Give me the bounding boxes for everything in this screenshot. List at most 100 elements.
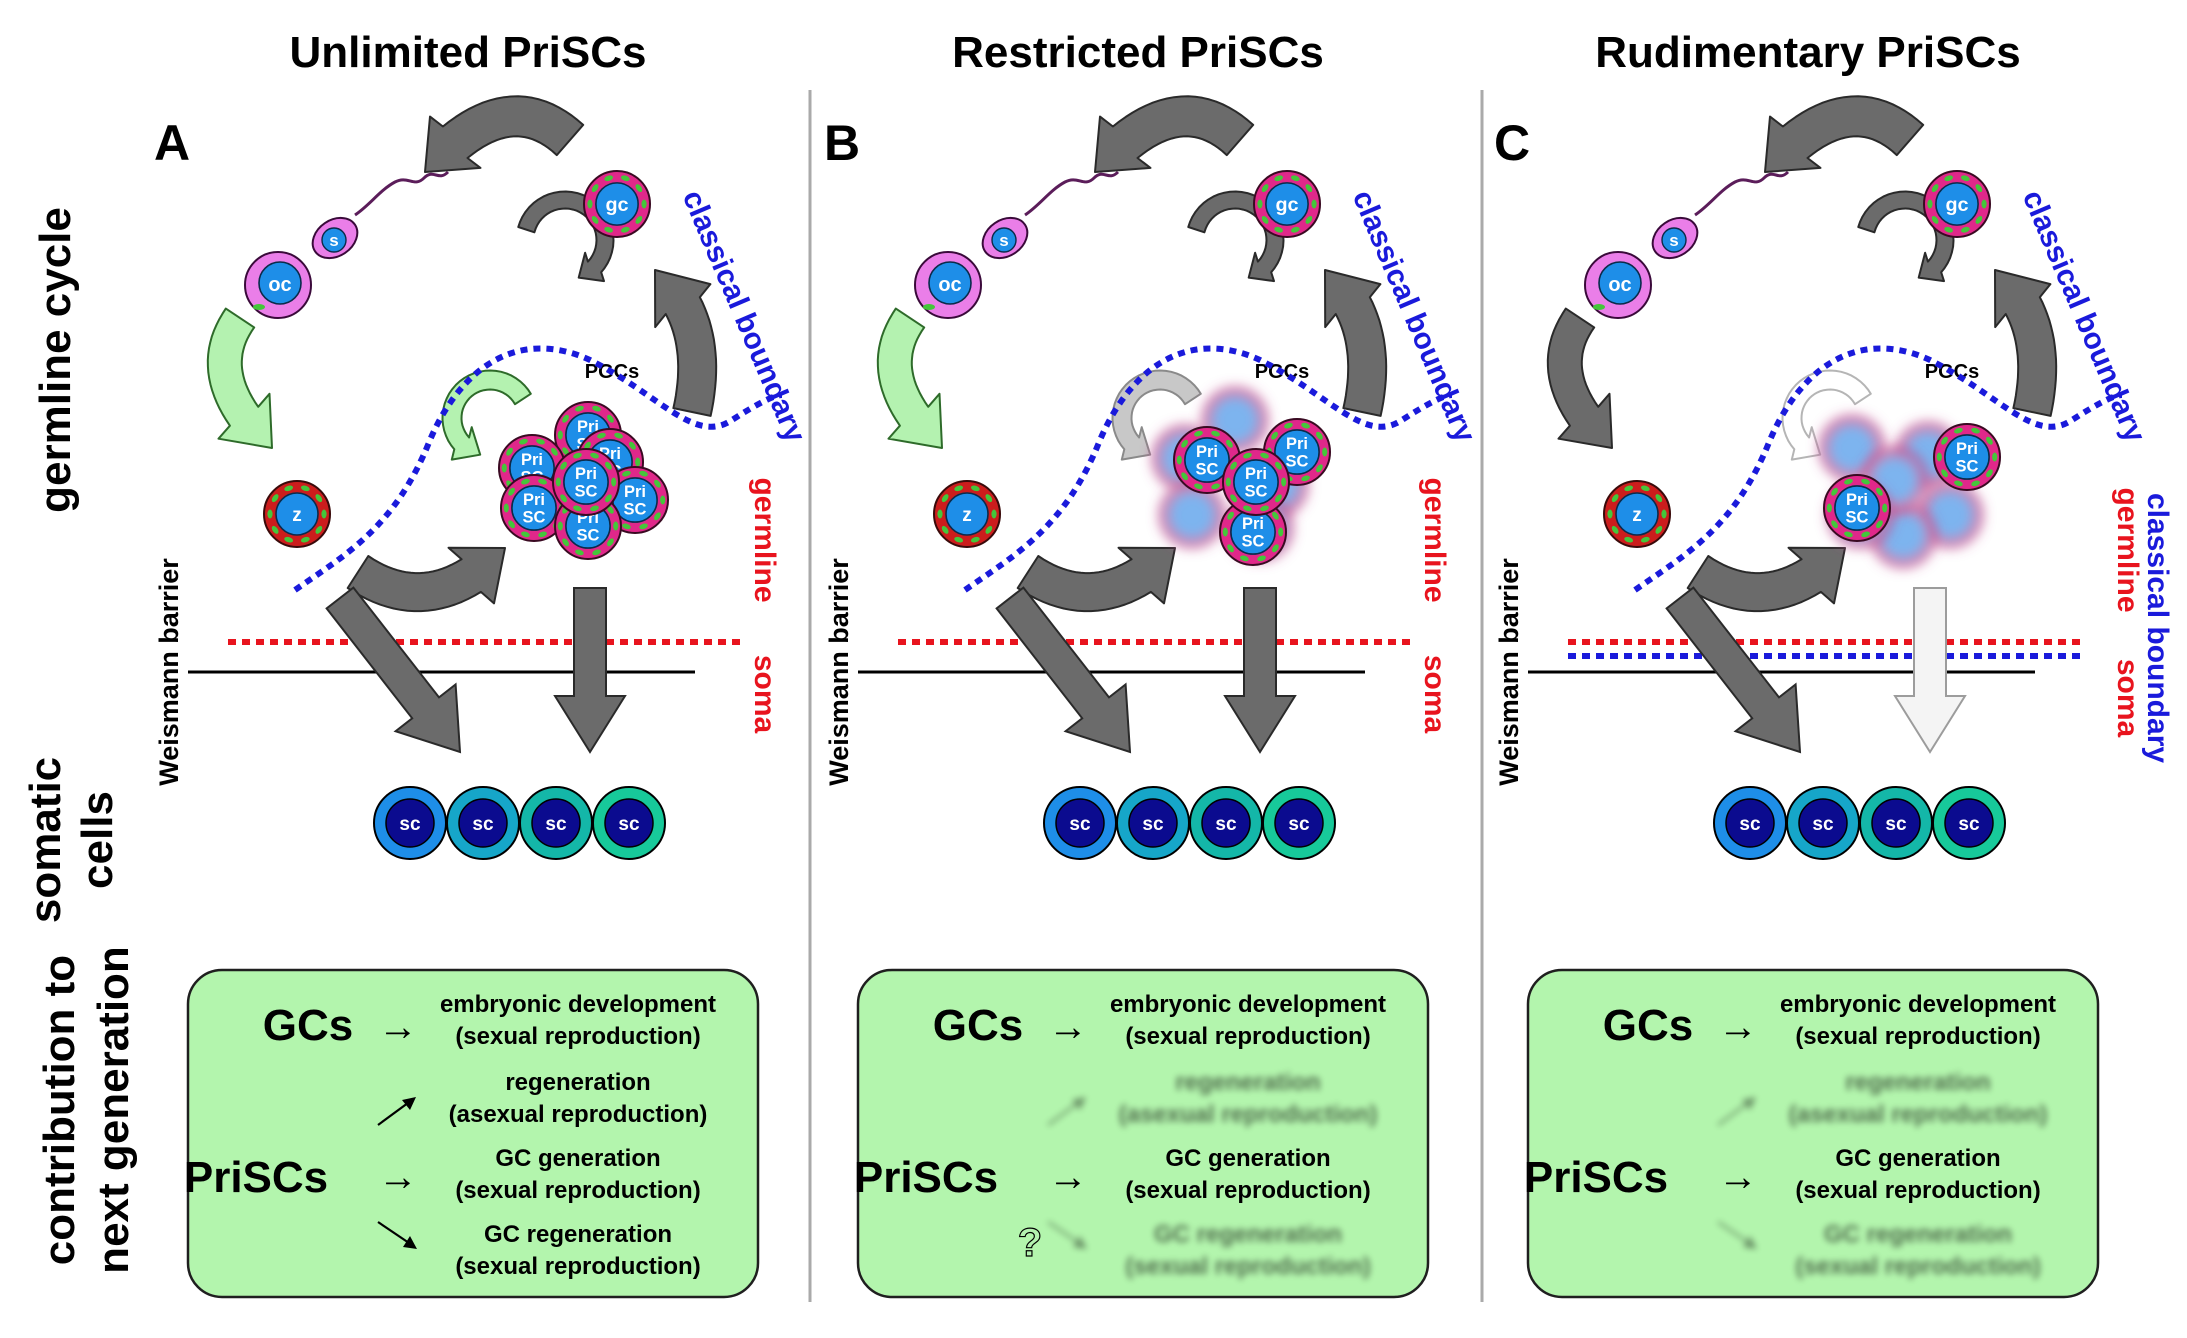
- oocyte-dot: [253, 304, 265, 310]
- membrane-dot: [1954, 427, 1963, 434]
- membrane-dot: [284, 485, 294, 492]
- germ-cell: gc: [583, 170, 651, 238]
- membrane-dot: [1261, 184, 1269, 193]
- membrane-dot: [1981, 199, 1987, 209]
- prisc-dots: [1225, 452, 1287, 512]
- membrane-dot: [557, 521, 563, 531]
- somatic-label: sc: [618, 814, 640, 835]
- membrane-dot: [573, 505, 582, 512]
- zygote-nucleus: [275, 492, 319, 536]
- membrane-dot: [607, 538, 614, 547]
- membrane-dot: [1230, 461, 1237, 470]
- membrane-dot: [1975, 215, 1983, 224]
- panel-a: Unlimited PriSCsAPGCssocgczPriSCPriSCPri…: [154, 28, 812, 1299]
- membrane-dot: [622, 523, 631, 530]
- membrane-dot: [1655, 494, 1663, 503]
- outcome-line2: (sexual reproduction): [1795, 1023, 2040, 1050]
- prisc-label-line1: Pri: [521, 451, 543, 469]
- outcome-2: GC generation(sexual reproduction): [1795, 1145, 2040, 1204]
- membrane-dot: [1225, 477, 1231, 487]
- outcome-3: GC regeneration(sexual reproduction): [455, 1221, 700, 1280]
- outcome-line1: GC regeneration: [484, 1221, 672, 1248]
- germline-label: germline: [1418, 477, 1451, 602]
- sperm-nucleus: [991, 227, 1017, 253]
- arrow-line: [1717, 1221, 1753, 1246]
- membrane-dot: [584, 441, 591, 450]
- membrane-dot: [1876, 487, 1883, 496]
- membrane-dot: [1624, 536, 1634, 543]
- membrane-dot: [639, 523, 648, 530]
- zygote-nucleus: [1615, 492, 1659, 536]
- germ-cell-label: gc: [1275, 194, 1298, 216]
- membrane-dot: [538, 478, 547, 485]
- oocyte-nucleus: [1598, 261, 1642, 305]
- prisc-cluster: PriSCPriSCPriSCPriSCPriSCPriSCPriSC: [498, 401, 669, 560]
- membrane-dot: [1927, 199, 1933, 209]
- membrane-dot: [941, 494, 949, 503]
- soma-label: soma: [748, 655, 781, 734]
- zygote-cell: z: [263, 480, 331, 548]
- membrane-dot: [1222, 527, 1228, 537]
- germ-cell-dots: [1927, 175, 1987, 233]
- sperm-tail: [1024, 170, 1120, 217]
- prisc-label-line2: SC: [1956, 458, 1979, 476]
- membrane-dot: [1322, 447, 1328, 457]
- membrane-dot: [613, 521, 619, 531]
- membrane-dot: [660, 495, 666, 505]
- somatic-label: sc: [1142, 814, 1164, 835]
- membrane-dot: [300, 536, 310, 543]
- membrane-dot: [519, 438, 528, 445]
- priscs-label: PriSCs: [184, 1153, 328, 1202]
- membrane-dot: [267, 509, 273, 519]
- somatic-nucleus: [1871, 798, 1921, 848]
- membrane-dot: [1271, 431, 1278, 440]
- membrane-dot: [555, 477, 561, 487]
- somatic-nucleus: [1274, 798, 1324, 848]
- membrane-dot: [1301, 475, 1310, 482]
- arrow-to-regeneration: [377, 1097, 416, 1126]
- membrane-dot: [1240, 555, 1249, 562]
- prisc-label-line1: Pri: [1286, 435, 1308, 453]
- membrane-dot: [1194, 483, 1203, 490]
- question-mark: ?: [1018, 1221, 1042, 1265]
- priscs-arrow: →: [1048, 1155, 1088, 1199]
- membrane-dot: [1954, 480, 1963, 487]
- membrane-dot: [1661, 509, 1667, 519]
- germ-cell-label: gc: [1945, 194, 1968, 216]
- gcs-arrow: →: [1718, 1005, 1758, 1049]
- prisc-label-line2: SC: [577, 527, 600, 545]
- panel-title: Restricted PriSCs: [952, 28, 1324, 77]
- membrane-dot: [605, 461, 612, 470]
- membrane-dot: [1936, 452, 1942, 462]
- membrane-dot: [1181, 472, 1188, 481]
- membrane-dot: [521, 531, 530, 538]
- membrane-dot: [1260, 505, 1269, 512]
- arrow-zygote-to-somatic: [1665, 586, 1802, 754]
- membrane-dot: [605, 494, 612, 503]
- somatic-nucleus: [1944, 798, 1994, 848]
- outcome-1: regeneration(asexual reproduction): [449, 1069, 708, 1128]
- membrane-dot: [604, 175, 613, 182]
- arrow-to-regeneration: [1717, 1097, 1756, 1126]
- somatic-cell: sc: [1786, 786, 1860, 860]
- membrane-dot: [1257, 199, 1263, 209]
- membrane-dot: [591, 184, 599, 193]
- sperm-label: s: [1669, 231, 1678, 250]
- membrane-dot: [1181, 439, 1188, 448]
- membrane-dot: [321, 509, 327, 519]
- membrane-dot: [587, 199, 593, 209]
- somatic-nucleus: [1128, 798, 1178, 848]
- membrane-dot: [1607, 509, 1613, 519]
- membrane-dot: [1992, 452, 1998, 462]
- outcome-line2: (asexual reproduction): [449, 1101, 708, 1128]
- membrane-dot: [1941, 436, 1948, 445]
- membrane-dot: [635, 184, 643, 193]
- membrane-dot: [622, 470, 631, 477]
- membrane-dot: [1971, 427, 1980, 434]
- sperm-tail: [354, 170, 450, 217]
- sperm-cell: s: [1651, 170, 1790, 260]
- soma-label: soma: [2111, 659, 2144, 738]
- outcome-line1: regeneration: [1175, 1069, 1320, 1096]
